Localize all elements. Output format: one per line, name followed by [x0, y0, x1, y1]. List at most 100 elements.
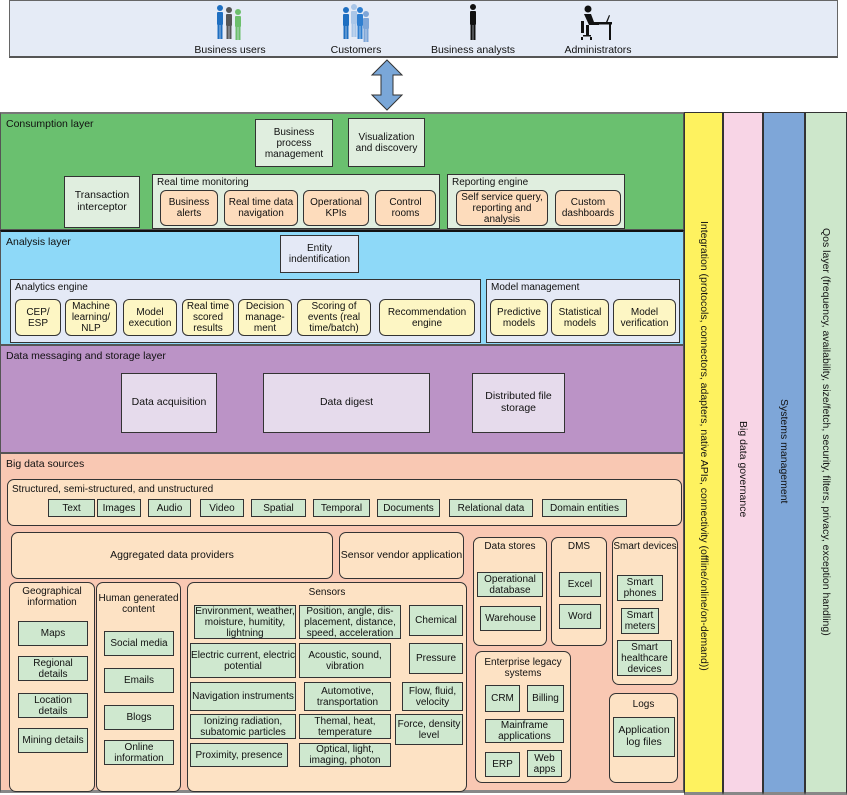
layer-title: Consumption layer — [6, 118, 94, 130]
sensor-vendor-application-box[interactable]: Sensor vendor application — [339, 532, 464, 579]
images-box[interactable]: Images — [97, 499, 141, 517]
operational-database-box[interactable]: Operational database — [477, 572, 543, 597]
data-messaging-storage-layer: Data messaging and storage layer Data ac… — [0, 345, 684, 453]
cep-esp-box[interactable]: CEP/ ESP — [15, 299, 61, 336]
aggregated-data-providers-box[interactable]: Aggregated data providers — [11, 532, 333, 579]
social-media-box[interactable]: Social media — [104, 631, 174, 656]
business-alerts-box[interactable]: Business alerts — [160, 190, 218, 226]
consumption-layer: Consumption layer Business process manag… — [0, 112, 684, 230]
application-log-files-box[interactable]: Application log files — [613, 717, 675, 757]
self-service-query-box[interactable]: Self service query, reporting and analys… — [456, 190, 548, 226]
data-digest-box[interactable]: Data digest — [263, 373, 430, 433]
documents-box[interactable]: Documents — [377, 499, 440, 517]
sensor-chemical-box[interactable]: Chemical — [409, 605, 463, 636]
decision-management-box[interactable]: Decision manage-ment — [238, 299, 292, 336]
sensor-optical-box[interactable]: Optical, light, imaging, photon — [299, 743, 391, 767]
text-box[interactable]: Text — [48, 499, 95, 517]
sensor-environment-box[interactable]: Environment, weather, moisture, humitity… — [194, 605, 296, 639]
smart-devices-group: Smart devices Smart phones Smart meters … — [612, 537, 678, 685]
blogs-box[interactable]: Blogs — [104, 705, 174, 730]
data-stores-group: Data stores Operational database Warehou… — [473, 537, 547, 646]
word-box[interactable]: Word — [559, 604, 601, 629]
group-title: Reporting engine — [452, 177, 529, 188]
web-apps-box[interactable]: Web apps — [527, 750, 562, 777]
model-verification-box[interactable]: Model verification — [613, 299, 676, 336]
sensor-thermal-box[interactable]: Themal, heat, temperature — [299, 714, 391, 739]
big-data-governance-layer: Big data governance — [723, 112, 763, 795]
vertical-layer-label: Big data governance — [737, 421, 749, 518]
location-details-box[interactable]: Location details — [18, 693, 88, 718]
model-execution-box[interactable]: Model execution — [123, 299, 177, 336]
video-box[interactable]: Video — [200, 499, 244, 517]
big-data-sources-layer: Big data sources Structured, semi-struct… — [0, 453, 684, 793]
scoring-events-box[interactable]: Scoring of events (real time/batch) — [297, 299, 371, 336]
statistical-models-box[interactable]: Statistical models — [551, 299, 609, 336]
sensor-acoustic-box[interactable]: Acoustic, sound, vibration — [299, 643, 391, 678]
domain-entities-box[interactable]: Domain entities — [542, 499, 627, 517]
audio-box[interactable]: Audio — [148, 499, 191, 517]
structured-data-group: Structured, semi-structured, and unstruc… — [7, 479, 682, 526]
control-rooms-box[interactable]: Control rooms — [375, 190, 436, 226]
sensor-ionizing-box[interactable]: Ionizing radiation, subatomic particles — [190, 714, 296, 739]
sensor-flow-box[interactable]: Flow, fluid, velocity — [402, 682, 463, 711]
smart-healthcare-box[interactable]: Smart healthcare devices — [617, 640, 672, 676]
online-information-box[interactable]: Online information — [104, 740, 174, 765]
realtime-scored-results-box[interactable]: Real time scored results — [182, 299, 234, 336]
distributed-file-storage-box[interactable]: Distributed file storage — [472, 373, 565, 433]
sensor-force-box[interactable]: Force, density level — [395, 714, 463, 745]
temporal-box[interactable]: Temporal — [313, 499, 370, 517]
sensor-proximity-box[interactable]: Proximity, presence — [190, 743, 288, 767]
sensor-position-box[interactable]: Position, angle, dis-placement, distance… — [299, 605, 401, 639]
integration-layer: Integration (protocols, connectors, adap… — [684, 112, 723, 795]
group-title: Structured, semi-structured, and unstruc… — [12, 484, 214, 495]
mainframe-box[interactable]: Mainframe applications — [485, 719, 564, 743]
analytics-engine-group: Analytics engine CEP/ ESP Machine learni… — [10, 279, 481, 343]
sensor-navigation-box[interactable]: Navigation instruments — [190, 682, 296, 711]
sensor-electric-box[interactable]: Electric current, electric potential — [190, 643, 296, 678]
vertical-layer-label: Integration (protocols, connectors, adap… — [697, 221, 710, 671]
smart-meters-box[interactable]: Smart meters — [621, 608, 659, 634]
realtime-navigation-box[interactable]: Real time data navigation — [224, 190, 298, 226]
layer-title: Analysis layer — [6, 236, 71, 248]
spatial-box[interactable]: Spatial — [251, 499, 306, 517]
recommendation-engine-box[interactable]: Recommendation engine — [379, 299, 475, 336]
user-business-users[interactable]: Business users — [180, 3, 280, 56]
transaction-interceptor-box[interactable]: Transaction interceptor — [64, 176, 140, 228]
business-analyst-icon — [470, 4, 476, 40]
group-title: Real time monitoring — [157, 177, 249, 188]
erp-box[interactable]: ERP — [485, 752, 520, 777]
logs-group: Logs Application log files — [609, 693, 678, 783]
regional-details-box[interactable]: Regional details — [18, 656, 88, 681]
mining-details-box[interactable]: Mining details — [18, 728, 88, 753]
user-customers[interactable]: Customers — [306, 3, 406, 56]
realtime-monitoring-group: Real time monitoring Business alerts Rea… — [152, 174, 440, 229]
administrator-icon — [581, 5, 612, 40]
machine-learning-box[interactable]: Machine learning/ NLP — [65, 299, 117, 336]
smart-phones-box[interactable]: Smart phones — [617, 575, 663, 601]
sensor-pressure-box[interactable]: Pressure — [409, 643, 463, 674]
data-acquisition-box[interactable]: Data acquisition — [121, 373, 217, 433]
user-business-analysts[interactable]: Business analysts — [423, 3, 523, 56]
dms-group: DMS Excel Word — [551, 537, 607, 646]
sensors-group: Sensors Environment, weather, moisture, … — [187, 582, 467, 792]
billing-box[interactable]: Billing — [527, 685, 564, 712]
user-administrators[interactable]: Administrators — [548, 3, 648, 56]
group-title: Geographical information — [22, 586, 82, 608]
layer-title: Big data sources — [6, 458, 85, 470]
excel-box[interactable]: Excel — [559, 572, 601, 597]
emails-box[interactable]: Emails — [104, 668, 174, 693]
predictive-models-box[interactable]: Predictive models — [490, 299, 548, 336]
systems-management-layer: Systems management — [763, 112, 805, 795]
relational-data-box[interactable]: Relational data — [449, 499, 533, 517]
geographical-info-group: Geographical information Maps Regional d… — [9, 582, 95, 792]
operational-kpis-box[interactable]: Operational KPIs — [303, 190, 369, 226]
maps-box[interactable]: Maps — [18, 621, 88, 646]
sensor-automotive-box[interactable]: Automotive, transportation — [304, 682, 391, 711]
entity-identification-box[interactable]: Entity indentification — [280, 235, 359, 273]
visualization-box[interactable]: Visualization and discovery — [348, 118, 425, 167]
warehouse-box[interactable]: Warehouse — [480, 606, 541, 631]
business-users-icon — [217, 5, 241, 40]
crm-box[interactable]: CRM — [485, 685, 520, 712]
custom-dashboards-box[interactable]: Custom dashboards — [555, 190, 621, 226]
bpm-box[interactable]: Business process management — [255, 119, 333, 167]
